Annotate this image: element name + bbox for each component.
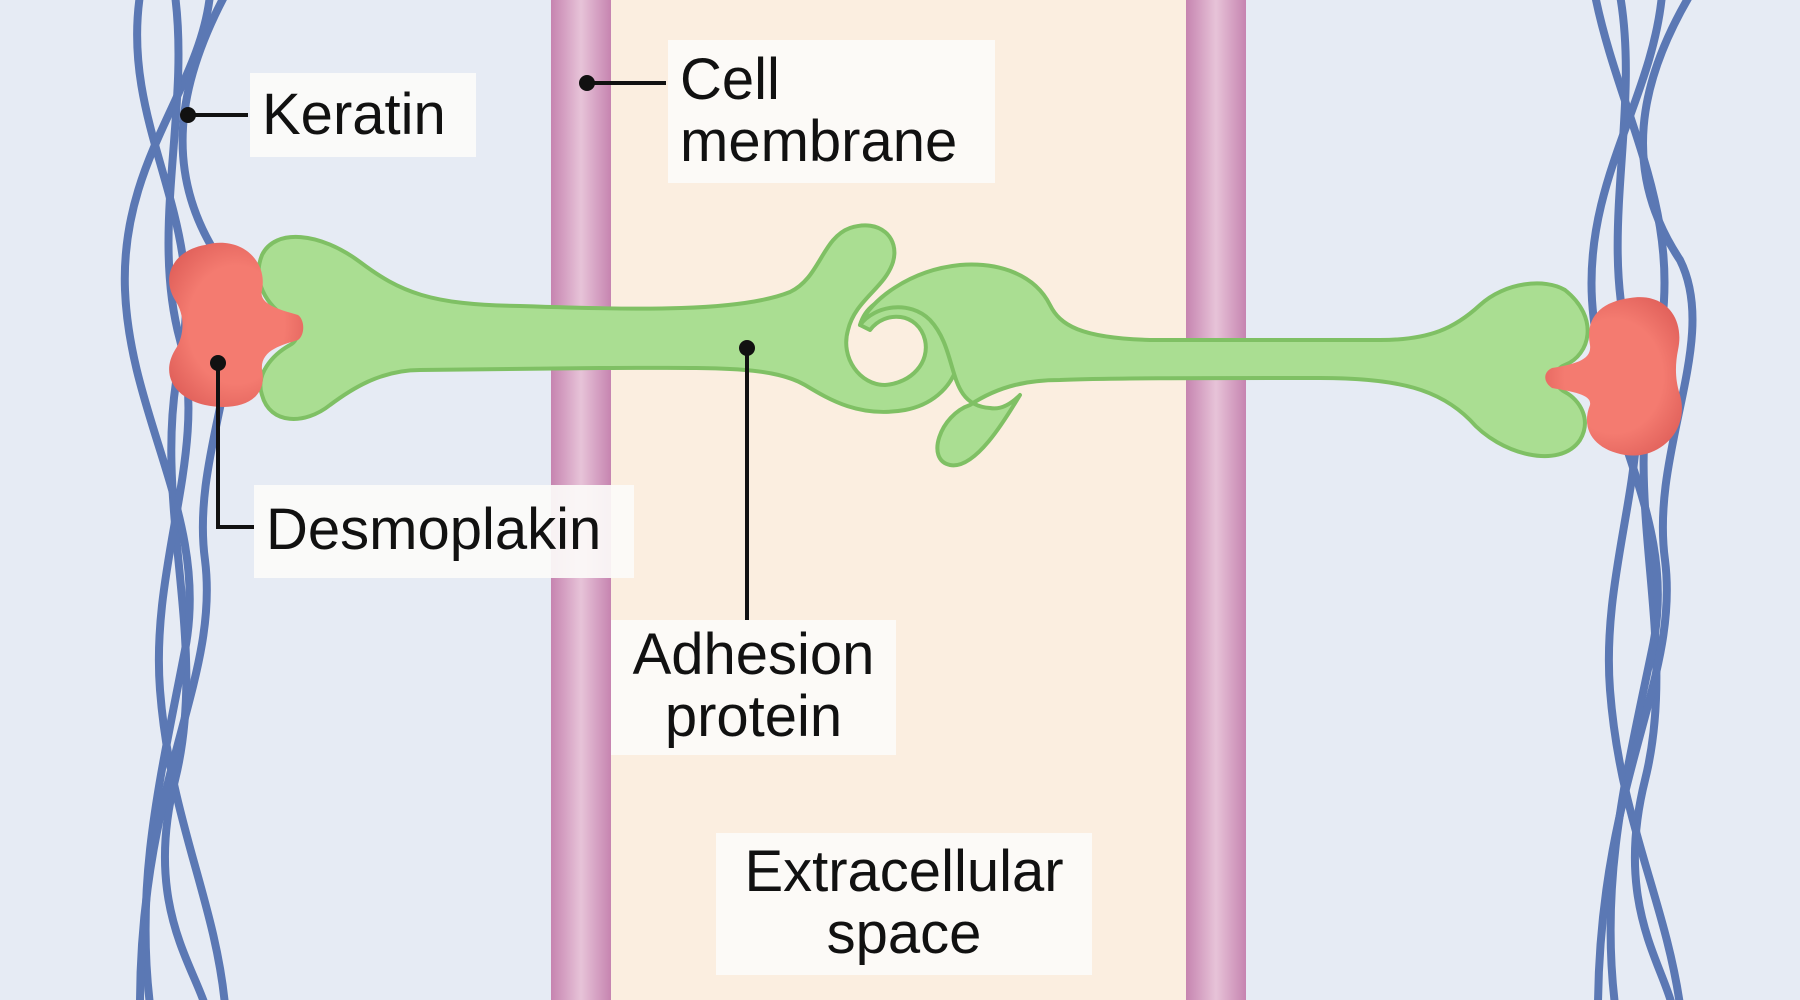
keratin-dot bbox=[180, 107, 196, 123]
adhesion-dot bbox=[739, 340, 755, 356]
cell-membrane-right bbox=[1186, 0, 1246, 1000]
cell-membrane-label-line1: Cell bbox=[680, 47, 780, 112]
desmoplakin-leader bbox=[216, 363, 254, 529]
desmoplakin-plaques bbox=[169, 242, 1682, 456]
keratin-label: Keratin bbox=[250, 73, 476, 157]
extracellular-space-label-line1: Extracellular bbox=[744, 839, 1064, 904]
adhesion-protein-label: Adhesion protein bbox=[611, 620, 896, 755]
desmoplakin-right bbox=[1545, 297, 1682, 456]
keratin-label-text: Keratin bbox=[262, 82, 446, 147]
adhesion-proteins bbox=[256, 223, 1590, 468]
cell-membrane-label-line2: membrane bbox=[680, 109, 958, 174]
desmoplakin-dot bbox=[210, 355, 226, 371]
keratin-filaments-right bbox=[1587, 0, 1697, 1000]
adhesion-protein-label-line2: protein bbox=[664, 684, 843, 749]
adhesion-protein-left bbox=[256, 223, 962, 421]
cell-membrane-label: Cell membrane bbox=[668, 40, 995, 183]
leader-dots bbox=[180, 75, 755, 371]
membrane-dot bbox=[579, 75, 595, 91]
adhesion-protein-label-line1: Adhesion bbox=[632, 622, 875, 687]
leader-lines bbox=[188, 81, 749, 620]
desmoplakin-label: Desmoplakin bbox=[254, 485, 634, 578]
keratin-filaments-left bbox=[120, 0, 237, 1000]
desmoplakin-label-text: Desmoplakin bbox=[266, 497, 602, 562]
extracellular-space-label: Extracellular space bbox=[716, 833, 1092, 975]
extracellular-space-label-line2: space bbox=[826, 901, 982, 966]
adhesion-protein-right bbox=[858, 262, 1590, 468]
desmoplakin-left bbox=[169, 242, 304, 407]
